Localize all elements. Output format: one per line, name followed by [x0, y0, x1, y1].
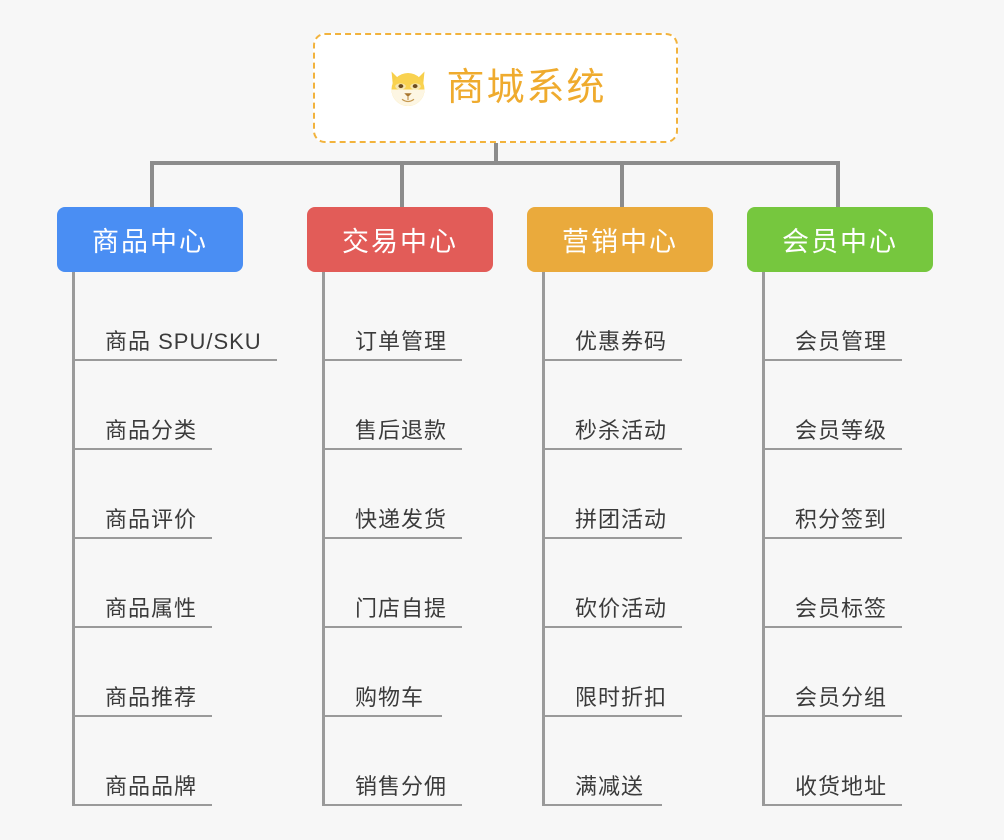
leaf-item-underline	[542, 804, 662, 806]
leaf-item[interactable]: 商品 SPU/SKU	[72, 272, 277, 361]
leaf-item[interactable]: 会员分组	[762, 628, 902, 717]
leaf-item[interactable]: 购物车	[322, 628, 442, 717]
leaf-column-spine	[72, 272, 75, 806]
leaf-item[interactable]: 砍价活动	[542, 539, 682, 628]
leaf-item[interactable]: 积分签到	[762, 450, 902, 539]
category-node-3[interactable]: 会员中心	[747, 207, 933, 272]
leaf-item[interactable]: 商品品牌	[72, 717, 212, 806]
leaf-item-label: 会员标签	[795, 596, 888, 621]
leaf-item-underline	[72, 715, 212, 717]
leaf-item-label: 优惠券码	[575, 329, 668, 354]
leaf-item[interactable]: 秒杀活动	[542, 361, 682, 450]
leaf-item-underline	[542, 359, 682, 361]
leaf-item[interactable]: 售后退款	[322, 361, 462, 450]
leaf-column-spine	[542, 272, 545, 806]
leaf-item-label: 收货地址	[795, 774, 888, 799]
leaf-item[interactable]: 会员标签	[762, 539, 902, 628]
leaf-item-label: 满减送	[575, 774, 645, 799]
leaf-item-underline	[322, 359, 462, 361]
leaf-item-label: 购物车	[355, 685, 425, 710]
leaf-item-underline	[762, 715, 902, 717]
leaf-item-label: 商品评价	[105, 507, 198, 532]
leaf-item[interactable]: 商品分类	[72, 361, 212, 450]
leaf-item[interactable]: 销售分佣	[322, 717, 462, 806]
leaf-item[interactable]: 满减送	[542, 717, 662, 806]
category-label-3: 会员中心	[782, 227, 898, 257]
connector-drop-2	[620, 161, 624, 207]
leaf-item-label: 商品推荐	[105, 685, 198, 710]
leaf-item-underline	[542, 537, 682, 539]
category-label-2: 营销中心	[562, 227, 678, 257]
root-node-shop-system[interactable]: 商城系统	[313, 33, 678, 143]
shiba-dog-face-icon	[391, 71, 425, 106]
leaf-item-label: 售后退款	[355, 418, 448, 443]
leaf-item-underline	[72, 626, 212, 628]
leaf-item[interactable]: 门店自提	[322, 539, 462, 628]
leaf-item-label: 快递发货	[355, 507, 448, 532]
leaf-item-underline	[72, 359, 277, 361]
leaf-item-underline	[542, 448, 682, 450]
leaf-item-label: 会员管理	[795, 329, 888, 354]
leaf-item-underline	[762, 448, 902, 450]
leaf-item-underline	[542, 715, 682, 717]
leaf-item-underline	[322, 804, 462, 806]
leaf-item-underline	[322, 537, 462, 539]
category-label-0: 商品中心	[92, 227, 208, 257]
category-label-1: 交易中心	[342, 227, 458, 257]
leaf-item[interactable]: 订单管理	[322, 272, 462, 361]
leaf-item[interactable]: 商品推荐	[72, 628, 212, 717]
category-node-1[interactable]: 交易中心	[307, 207, 493, 272]
leaf-item-underline	[762, 537, 902, 539]
connector-drop-1	[400, 161, 404, 207]
leaf-item[interactable]: 优惠券码	[542, 272, 682, 361]
connector-horizontal-bus	[150, 161, 840, 165]
leaf-item-underline	[762, 359, 902, 361]
category-node-0[interactable]: 商品中心	[57, 207, 243, 272]
connector-root-stem	[494, 143, 498, 164]
leaf-item-label: 秒杀活动	[575, 418, 668, 443]
leaf-item-underline	[542, 626, 682, 628]
category-node-2[interactable]: 营销中心	[527, 207, 713, 272]
root-node-label: 商城系统	[446, 67, 607, 109]
leaf-item[interactable]: 收货地址	[762, 717, 902, 806]
leaf-item[interactable]: 会员等级	[762, 361, 902, 450]
leaf-item-underline	[72, 804, 212, 806]
leaf-item[interactable]: 限时折扣	[542, 628, 682, 717]
leaf-item-underline	[322, 448, 462, 450]
leaf-item-underline	[72, 448, 212, 450]
connector-drop-0	[150, 161, 154, 207]
leaf-item-label: 销售分佣	[355, 774, 448, 799]
leaf-item-underline	[762, 804, 902, 806]
leaf-item[interactable]: 会员管理	[762, 272, 902, 361]
leaf-item-label: 商品 SPU/SKU	[105, 329, 262, 354]
leaf-item-label: 商品属性	[105, 596, 198, 621]
leaf-column-spine	[762, 272, 765, 806]
leaf-item-label: 商品分类	[105, 418, 198, 443]
leaf-item-label: 会员等级	[795, 418, 888, 443]
leaf-item[interactable]: 商品属性	[72, 539, 212, 628]
leaf-item-label: 商品品牌	[105, 774, 198, 799]
leaf-column-spine	[322, 272, 325, 806]
leaf-item-label: 门店自提	[355, 596, 448, 621]
connector-drop-3	[836, 161, 840, 207]
leaf-item-underline	[322, 626, 462, 628]
leaf-item[interactable]: 商品评价	[72, 450, 212, 539]
leaf-item-label: 限时折扣	[575, 685, 668, 710]
leaf-item-label: 拼团活动	[575, 507, 668, 532]
leaf-item[interactable]: 拼团活动	[542, 450, 682, 539]
leaf-item-label: 订单管理	[355, 329, 448, 354]
leaf-item[interactable]: 快递发货	[322, 450, 462, 539]
leaf-item-underline	[762, 626, 902, 628]
leaf-item-underline	[72, 537, 212, 539]
leaf-item-label: 砍价活动	[575, 596, 668, 621]
leaf-item-label: 会员分组	[795, 685, 888, 710]
leaf-item-label: 积分签到	[795, 507, 888, 532]
leaf-item-underline	[322, 715, 442, 717]
